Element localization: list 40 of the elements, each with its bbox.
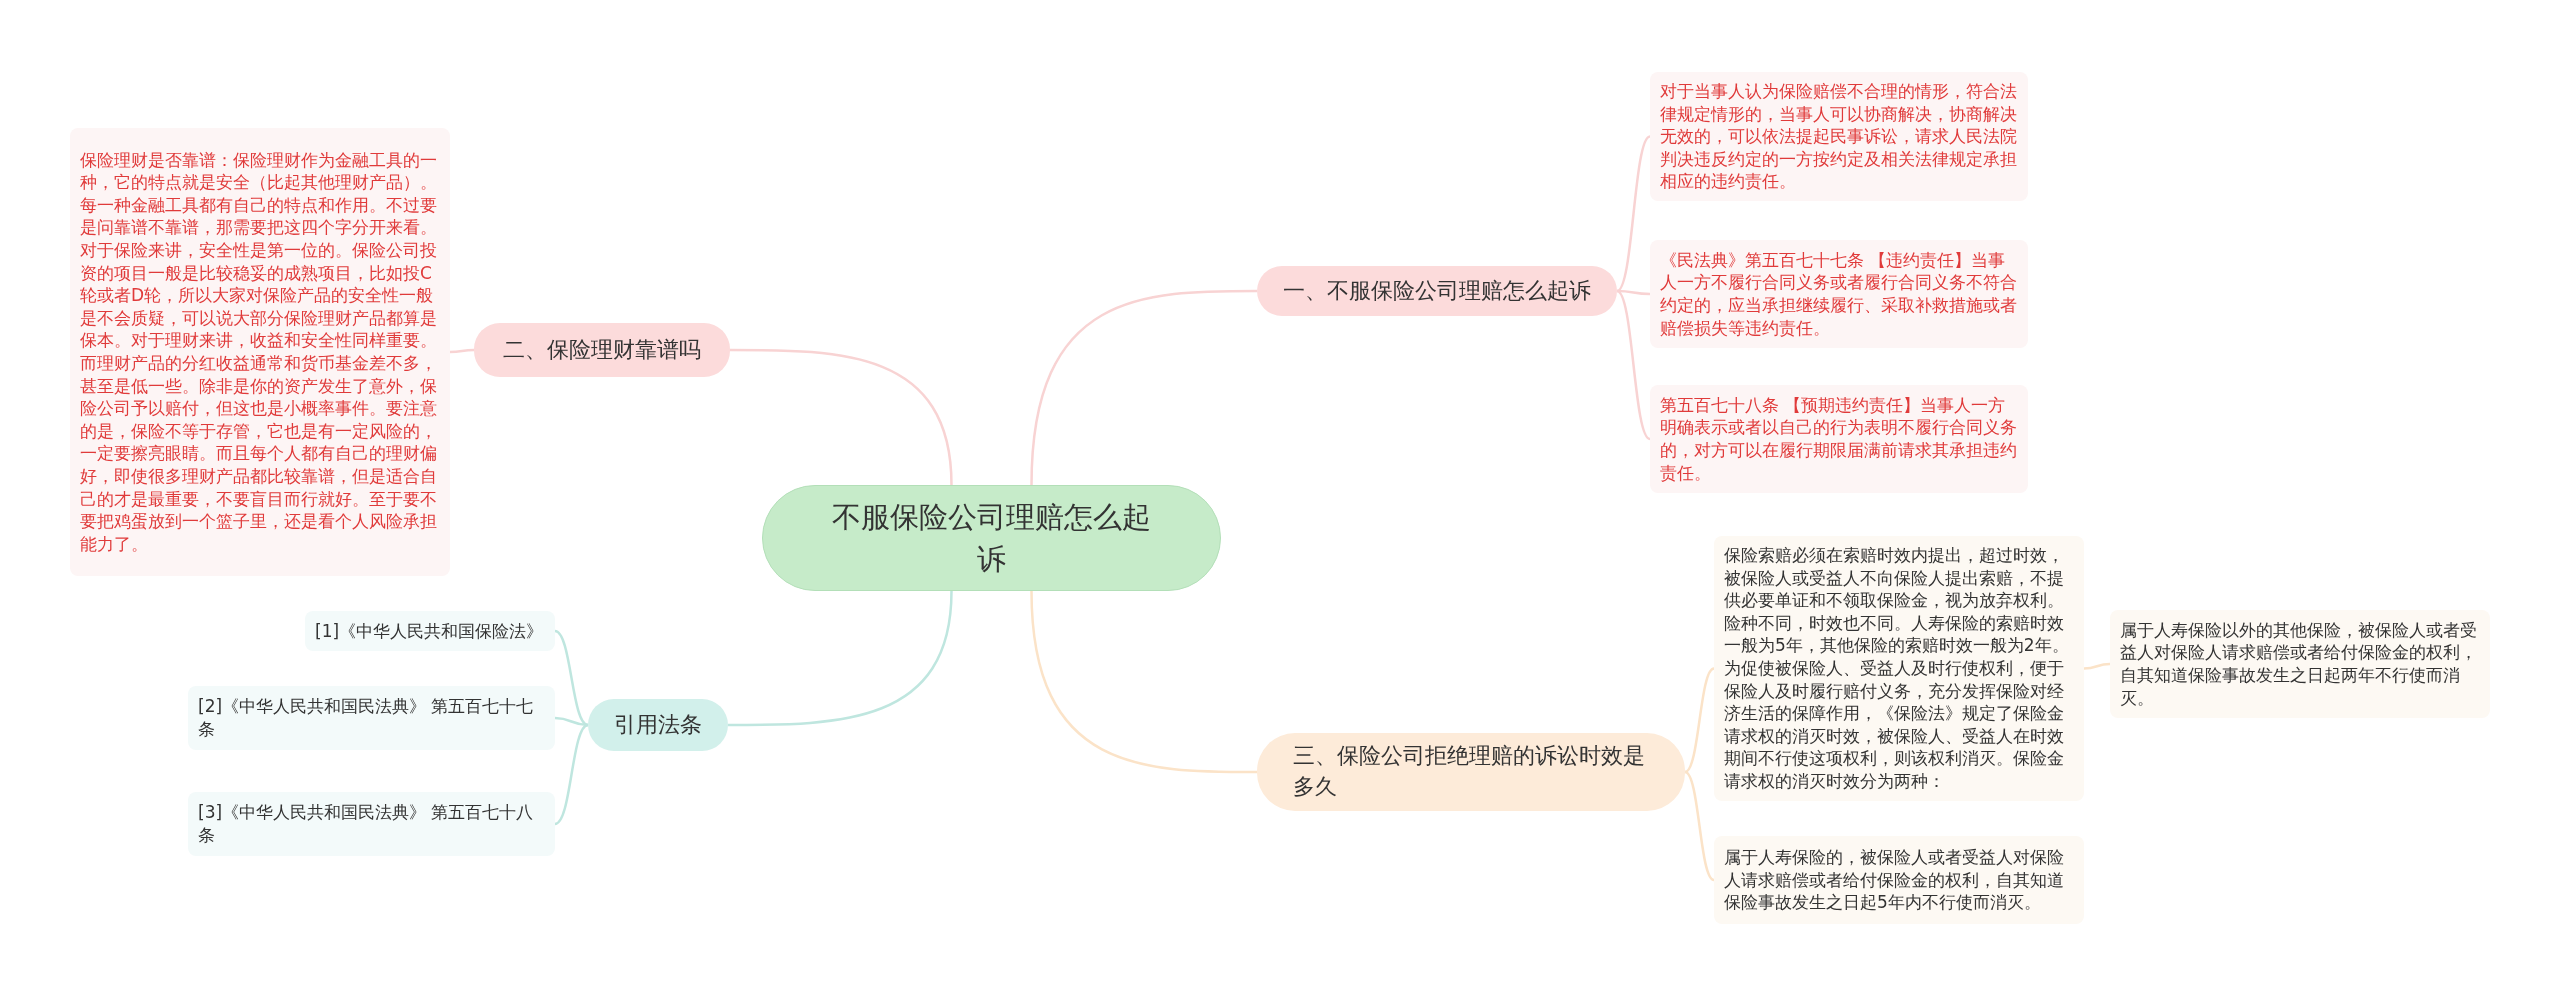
note-text: 保险索赔必须在索赔时效内提出，超过时效，被保险人或受益人不向保险人提出索赔，不提供必要单证和不领取保险金，视为放弃权利。险种不同，时效也不同。人寿保险的索赔时效一般为5年，其他保险的索赔时效一般为2年。为促使被保险人、受益人及时行使权利，便于保险人及时履行赔付义务，充分发挥保险对经济生活的保障作用，《保险法》规定了保险金请求权的消灭时效，被保险人、受益人在时效期间不行使这项权利，则该权利消灭。保险金请求权的消灭时效分为两种： [1724,544,2070,793]
note-text: [3]《中华人民共和国民法典》 第五百七十八条 [198,801,535,847]
branch-title: 二、保险理财靠谱吗 [503,336,701,364]
reference-card [188,686,555,750]
branch-title: 三、保险公司拒绝理赔的诉讼时效是多久 [1293,742,1646,801]
branch-connector [728,590,953,727]
reference-card [188,792,555,856]
note-card [1714,836,2084,924]
branch-topic [474,323,730,377]
branch-title: 一、不服保险公司理赔怎么起诉 [1283,277,1591,305]
branch-connector [1030,289,1257,486]
note-text: 第五百七十八条 【预期违约责任】当事人一方明确表示或者以自己的行为表明不履行合同义务的，对方可以在履行期限届满前请求其承担违约责任。 [1660,393,2018,485]
branch-topic [1257,266,1617,316]
note-card [1650,385,2028,493]
branch-title: 引用法条 [614,711,702,739]
note-card [1650,240,2028,348]
branch-connector [1617,289,1650,296]
branch-connector [554,716,589,727]
branch-connector [1616,290,1651,440]
branch-connector [730,348,953,486]
note-card [1650,72,2028,202]
branch-connector [2083,662,2111,670]
note-text: [2]《中华人民共和国民法典》 第五百七十七条 [198,695,535,741]
central-topic-text: 不服保险公司理赔怎么起诉 [831,498,1152,578]
note-text: 属于人寿保险的，被保险人或者受益人对保险人请求赔偿或者给付保险金的权利，自其知道保险事故发生之日起5年内不行使而消灭。 [1724,846,2065,914]
branch-connector [1684,667,1715,774]
note-text: [1]《中华人民共和国保险法》 [315,619,544,643]
note-text: 《民法典》第五百七十七条 【违约责任】当事人一方不履行合同义务或者履行合同义务不符合约定的，应当承担继续履行、采取补救措施或者赔偿损失等违约责任。 [1660,248,2018,340]
branch-connector [554,629,589,727]
note-text: 属于人寿保险以外的其他保险，被保险人或者受益人对保险人请求赔偿或者给付保险金的权利，自其知道保险事故发生之日起两年不行使而消灭。 [2120,618,2478,710]
note-text: 对于当事人认为保险赔偿不合理的情形，符合法律规定情形的，当事人可以协商解决，协商解决无效的，可以依法提起民事诉讼，请求人民法院判决违反约定的一方按约定及相关法律规定承担相应的违约责任。 [1660,80,2018,194]
reference-card [305,611,555,651]
branch-connector [554,723,589,826]
branch-connector [1684,770,1715,882]
branch-connector [1030,590,1257,774]
note-text: 保险理财是否靠谱：保险理财作为金融工具的一种，它的特点就是安全（比起其他理财产品）。每一种金融工具都有自己的特点和作用。不过要是问靠谱不靠谱，那需要把这四个字分开来看。对于保险来讲，安全性是第一位的。保险公司投资的项目一般是比较稳妥的成熟项目，比如投C轮或者D轮，所以大家对保险产品的安全性一般是不会质疑，可以说大部分保险理财产品都算是保本。对于理财来讲，收益和安全性同样重要。而理财产品的分红收益通常和货币基金差不多，甚至是低一些。除非是你的资产发生了意外，保险公司予以赔付，但这也是小概率事件。要注意的是，保险不等于存管，它也是有一定风险的，一定要擦亮眼睛。而且每个人都有自己的理财偏好，即使很多理财产品都比较靠谱，但是适合自己的才是最重要，不要盲目而行就好。至于要不要把鸡蛋放到一个篮子里，还是看个人风险承担能力了。 [80,148,438,556]
branch-connector [1616,135,1651,292]
note-card [2110,610,2490,718]
branch-connector [450,348,474,354]
branch-topic [588,699,728,751]
